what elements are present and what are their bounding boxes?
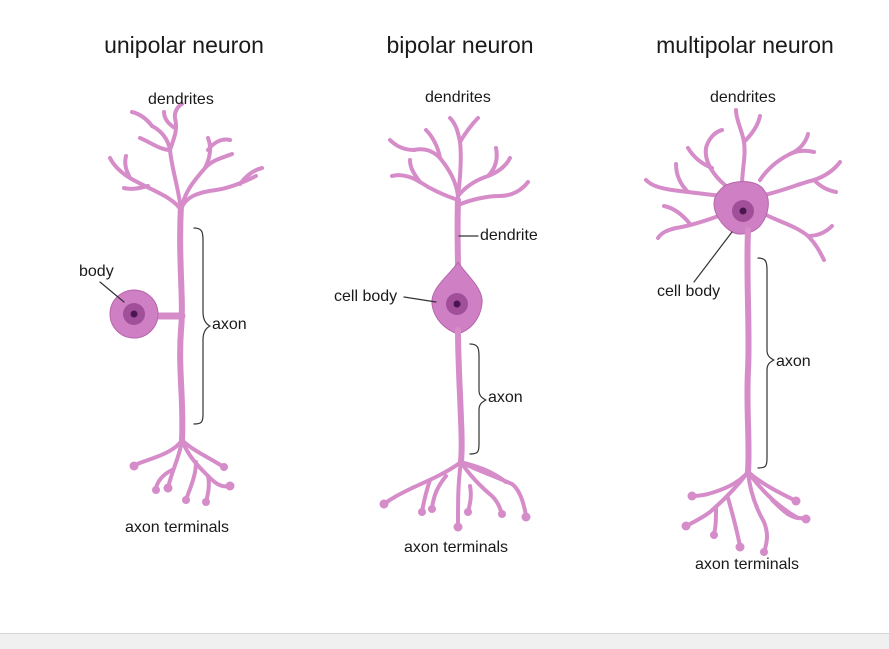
unipolar-axon-label: axon [212,316,247,334]
multipolar-terminals-label: axon terminals [695,556,799,574]
bipolar-neuron [380,118,531,532]
bottom-scroll-bar [0,633,889,649]
multipolar-axon [747,230,748,472]
neuron-types-diagram: unipolar neuron bipolar neuron multipola… [0,0,889,633]
multipolar-axon-label: axon [776,353,811,371]
bipolar-leaders [404,236,486,454]
bipolar-axon-label: axon [488,389,523,407]
bipolar-title: bipolar neuron [386,32,533,59]
unipolar-body-label: body [79,263,114,281]
bipolar-dendrites-label: dendrites [425,89,491,107]
unipolar-axon-terminals [134,440,230,502]
multipolar-neuron [646,110,840,556]
bipolar-nucleolus [454,301,461,308]
unipolar-axon [180,205,182,440]
unipolar-neuron [100,104,262,506]
multipolar-axon-terminals [686,472,806,552]
multipolar-dendrites-label: dendrites [710,89,776,107]
multipolar-nucleolus [740,208,747,215]
bipolar-dendrite-label: dendrite [480,227,538,245]
multipolar-terminal-bulbs [682,492,811,557]
unipolar-dendrites-label: dendrites [148,91,214,109]
multipolar-title: multipolar neuron [656,32,834,59]
bipolar-cell-body-label: cell body [334,288,397,306]
bipolar-terminal-bulbs [380,500,531,532]
unipolar-dendrite-tree [110,104,262,210]
unipolar-nucleolus [131,311,138,318]
unipolar-terminals-label: axon terminals [125,519,229,537]
bipolar-axon [458,330,462,462]
unipolar-title: unipolar neuron [104,32,264,59]
multipolar-cell-body-label: cell body [657,283,720,301]
multipolar-leaders [694,232,774,468]
bipolar-terminals-label: axon terminals [404,539,508,557]
